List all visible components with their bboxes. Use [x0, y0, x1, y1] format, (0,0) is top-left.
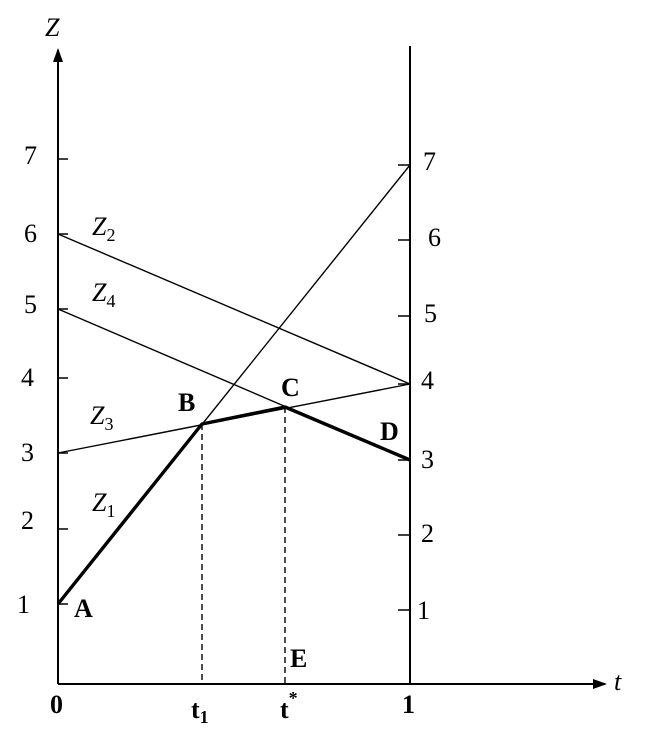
- left-tick-label: 2: [21, 506, 34, 535]
- left-tick-label: 6: [24, 219, 37, 248]
- label-z2: Z2: [92, 212, 115, 245]
- point-label-c: C: [281, 373, 300, 402]
- right-tick-labels: 1 2 3 4 5 6 7: [417, 147, 441, 625]
- left-tick-label: 3: [21, 438, 34, 467]
- x-tick-0: 0: [50, 690, 63, 719]
- x-tick-t1: t1: [191, 695, 209, 727]
- point-label-e: E: [290, 644, 307, 673]
- point-label-b: B: [178, 388, 195, 417]
- left-tick-labels: 1 2 3 4 5 6 7: [17, 141, 37, 619]
- left-ticks: [58, 158, 68, 605]
- point-label-d: D: [380, 417, 399, 446]
- x-tick-tstar: t*: [280, 688, 298, 724]
- label-z1: Z1: [92, 488, 115, 521]
- left-tick-label: 7: [24, 141, 37, 170]
- left-tick-label: 5: [24, 290, 37, 319]
- left-tick-label: 1: [17, 590, 30, 619]
- point-label-a: A: [74, 594, 93, 623]
- right-tick-label: 2: [421, 519, 434, 548]
- line-z2: [57, 233, 411, 385]
- label-z4: Z4: [92, 278, 115, 311]
- left-tick-label: 4: [21, 363, 34, 392]
- z-axis-title: Z: [45, 13, 60, 42]
- label-z3: Z3: [90, 401, 113, 434]
- right-tick-label: 5: [424, 299, 437, 328]
- t-axis-title: t: [614, 667, 622, 696]
- envelope-path: [56, 405, 411, 606]
- right-ticks: [398, 164, 410, 611]
- right-tick-label: 3: [421, 445, 434, 474]
- x-tick-1: 1: [402, 690, 415, 719]
- right-tick-label: 7: [423, 147, 436, 176]
- right-tick-label: 1: [417, 596, 430, 625]
- right-tick-label: 6: [428, 223, 441, 252]
- right-tick-label: 4: [421, 366, 434, 395]
